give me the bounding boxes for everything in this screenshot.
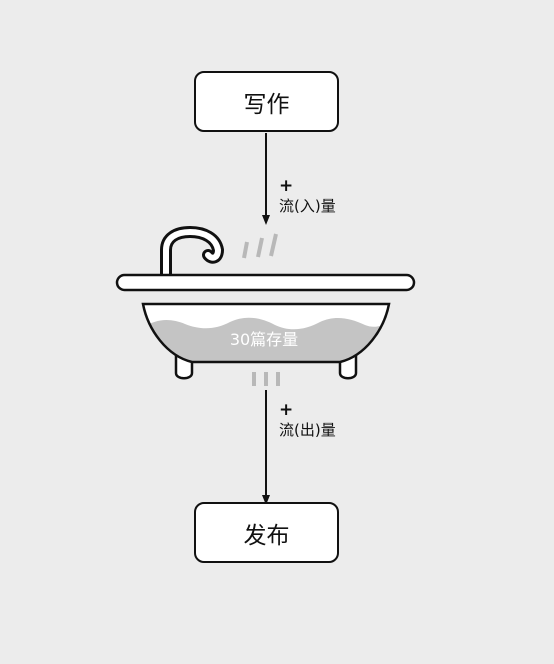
writing-node: 写作 [194, 71, 339, 132]
inflow-text: 流(入)量 [279, 197, 336, 215]
inflow-water-icon [242, 233, 278, 259]
outflow-water-icon [252, 372, 280, 386]
bathtub-water [143, 317, 389, 362]
bathtub-rim [115, 273, 416, 292]
inflow-label: + 流(入)量 [279, 176, 336, 216]
outflow-sign: + [279, 400, 294, 420]
stock-label: 30篇存量 [229, 330, 299, 349]
outflow-text: 流(出)量 [279, 421, 336, 439]
outflow-label: + 流(出)量 [279, 400, 336, 440]
publish-node: 发布 [194, 502, 339, 563]
inflow-sign: + [279, 176, 294, 196]
publish-node-label: 发布 [243, 522, 290, 549]
writing-node-label: 写作 [243, 91, 290, 118]
